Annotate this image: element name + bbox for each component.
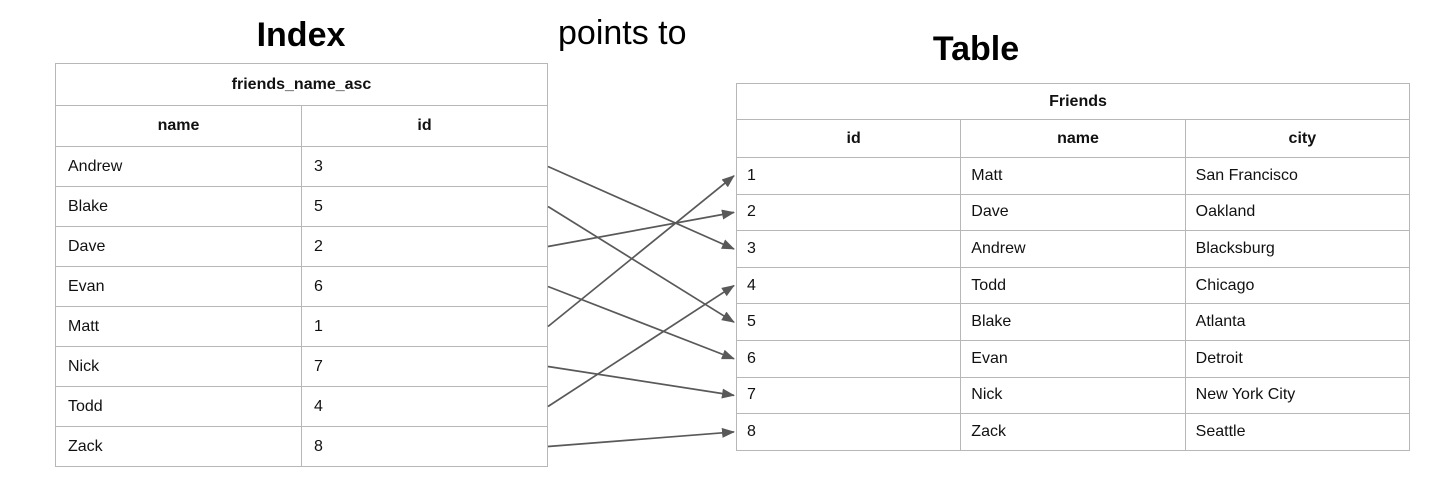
cell-name: Evan <box>960 339 1186 378</box>
table-row: 6 Evan Detroit <box>735 339 1411 378</box>
friends-table: Friends id name city 1 Matt San Francisc… <box>735 83 1411 451</box>
cell-name: Blake <box>55 186 302 227</box>
cell-id: 6 <box>735 339 962 378</box>
table-row: Blake 5 <box>55 186 548 227</box>
cell-id: 2 <box>301 226 548 267</box>
cell-id: 8 <box>301 426 548 467</box>
cell-id: 3 <box>301 146 548 187</box>
index-table-header-row: name id <box>55 105 548 147</box>
pointer-arrow <box>547 205 735 323</box>
cell-id: 5 <box>735 303 962 341</box>
table-row: 1 Matt San Francisco <box>735 157 1411 195</box>
table-row: 3 Andrew Blacksburg <box>735 230 1411 268</box>
cell-name: Nick <box>960 376 1186 415</box>
table-row: 7 Nick New York City <box>735 376 1411 415</box>
table-row: Matt 1 <box>55 306 548 347</box>
index-table: friends_name_asc name id Andrew 3 Blake … <box>55 63 548 467</box>
table-row: 2 Dave Oakland <box>735 193 1411 232</box>
cell-id: 7 <box>301 346 548 387</box>
friends-table-header-row: id name city <box>735 119 1411 158</box>
cell-id: 8 <box>735 413 962 451</box>
pointer-arrow <box>547 365 735 399</box>
table-row: 4 Todd Chicago <box>735 266 1411 305</box>
cell-id: 3 <box>735 230 962 268</box>
pointer-arrow <box>547 175 735 328</box>
cell-name: Todd <box>55 386 302 427</box>
cell-name: Blake <box>960 303 1186 341</box>
table-row: 8 Zack Seattle <box>735 413 1411 451</box>
pointer-arrow <box>547 209 735 248</box>
pointer-arrow <box>547 285 735 360</box>
cell-city: Blacksburg <box>1184 230 1411 268</box>
friends-col-header-name: name <box>960 119 1186 158</box>
cell-id: 4 <box>735 266 962 305</box>
cell-id: 6 <box>301 266 548 307</box>
index-table-title: friends_name_asc <box>55 63 548 106</box>
friends-table-title-row: Friends <box>736 83 1410 120</box>
cell-name: Evan <box>55 266 302 307</box>
friends-col-header-city: city <box>1184 119 1411 158</box>
index-title: Index <box>256 16 346 54</box>
cell-name: Zack <box>960 413 1186 451</box>
cell-name: Andrew <box>55 146 302 187</box>
index-table-title-row: friends_name_asc <box>55 63 548 106</box>
cell-id: 7 <box>735 376 962 415</box>
cell-name: Dave <box>55 226 302 267</box>
table-row: Nick 7 <box>55 346 548 387</box>
cell-name: Zack <box>55 426 302 467</box>
cell-id: 5 <box>301 186 548 227</box>
friends-col-header-id: id <box>735 119 962 158</box>
cell-id: 2 <box>735 193 962 232</box>
cell-city: Chicago <box>1184 266 1411 305</box>
cell-name: Nick <box>55 346 302 387</box>
cell-city: San Francisco <box>1184 157 1411 195</box>
cell-city: Detroit <box>1184 339 1411 378</box>
index-col-header-name: name <box>55 105 302 147</box>
table-row: Evan 6 <box>55 266 548 307</box>
points-to-label: points to <box>558 14 687 52</box>
table-row: Dave 2 <box>55 226 548 267</box>
cell-name: Dave <box>960 193 1186 232</box>
friends-table-title: Friends <box>736 83 1410 120</box>
cell-name: Todd <box>960 266 1186 305</box>
cell-city: New York City <box>1184 376 1411 415</box>
cell-city: Seattle <box>1184 413 1411 451</box>
index-col-header-id: id <box>301 105 548 147</box>
cell-name: Andrew <box>960 230 1186 268</box>
table-row: Todd 4 <box>55 386 548 427</box>
cell-name: Matt <box>960 157 1186 195</box>
cell-id: 4 <box>301 386 548 427</box>
table-row: Andrew 3 <box>55 146 548 187</box>
table-row: Zack 8 <box>55 426 548 467</box>
cell-id: 1 <box>301 306 548 347</box>
table-title: Table <box>932 30 1020 68</box>
cell-name: Matt <box>55 306 302 347</box>
pointer-arrow <box>547 165 735 250</box>
pointer-arrow <box>547 427 735 448</box>
pointer-arrow <box>547 284 735 408</box>
cell-city: Oakland <box>1184 193 1411 232</box>
table-row: 5 Blake Atlanta <box>735 303 1411 341</box>
cell-id: 1 <box>735 157 962 195</box>
cell-city: Atlanta <box>1184 303 1411 341</box>
